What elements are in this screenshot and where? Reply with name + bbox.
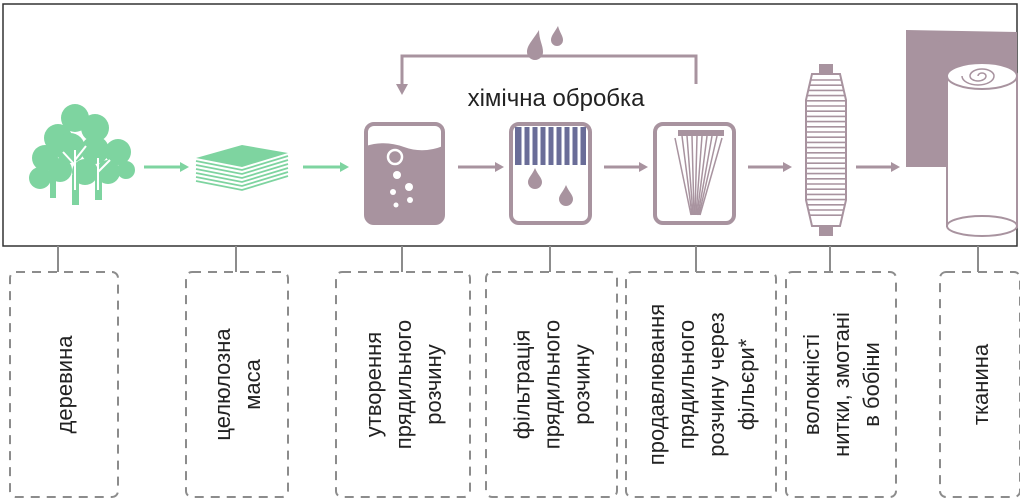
step-label-line: розчину xyxy=(421,344,446,424)
step-label-line: фільтрація xyxy=(510,330,535,440)
arrow-3 xyxy=(458,162,504,172)
step-label-line: тканина xyxy=(968,343,993,425)
step-label-line: розчину через xyxy=(704,312,729,456)
bobbin-icon xyxy=(805,64,847,236)
drop-large-icon xyxy=(527,30,543,60)
fabric-roll-icon xyxy=(906,30,1018,237)
spinneret-icon xyxy=(653,122,736,225)
step-label-line: в бобіни xyxy=(859,342,884,427)
arrow-6 xyxy=(856,162,900,172)
step-label-line: фільєри* xyxy=(734,338,759,430)
step-label-line: прядильного xyxy=(391,320,416,449)
step-label-line: маса xyxy=(240,358,265,409)
label-box-fibers xyxy=(785,271,897,498)
step-label-line: волокністі xyxy=(799,334,824,435)
step-label-line: нитки, змотані xyxy=(829,312,854,457)
step-label-line: утворення xyxy=(361,332,386,437)
arrow-5 xyxy=(748,162,792,172)
arrow-4 xyxy=(604,162,648,172)
step-label-line: прядильного xyxy=(540,320,565,449)
step-label-fabric: тканина xyxy=(968,343,993,425)
step-label-line: деревина xyxy=(52,335,77,434)
label-box-pulp xyxy=(185,271,289,498)
feedback-label: хімічна обробка xyxy=(468,85,646,112)
connectors xyxy=(57,246,979,272)
step-label-line: розчину xyxy=(570,344,595,424)
filtration-icon xyxy=(509,122,592,225)
tree-icon-lines xyxy=(62,145,111,190)
step-label-line: продавлювання xyxy=(644,304,669,465)
label-box-fabric xyxy=(939,271,1020,498)
arrow-1 xyxy=(144,162,189,172)
step-label-wood: деревина xyxy=(52,335,77,434)
label-box-wood xyxy=(9,271,119,498)
step-label-line: целюлозна xyxy=(210,328,235,441)
pulp-sheets-icon xyxy=(195,145,289,191)
step-label-line: прядильного xyxy=(674,320,699,449)
drop-small-icon xyxy=(551,26,563,46)
label-box-extrusion xyxy=(625,271,777,498)
solution-tank-icon xyxy=(364,122,445,225)
tree-icon xyxy=(29,104,135,205)
chemical-treatment-loop: хімічна обробка xyxy=(396,26,698,112)
arrow-2 xyxy=(303,162,349,172)
